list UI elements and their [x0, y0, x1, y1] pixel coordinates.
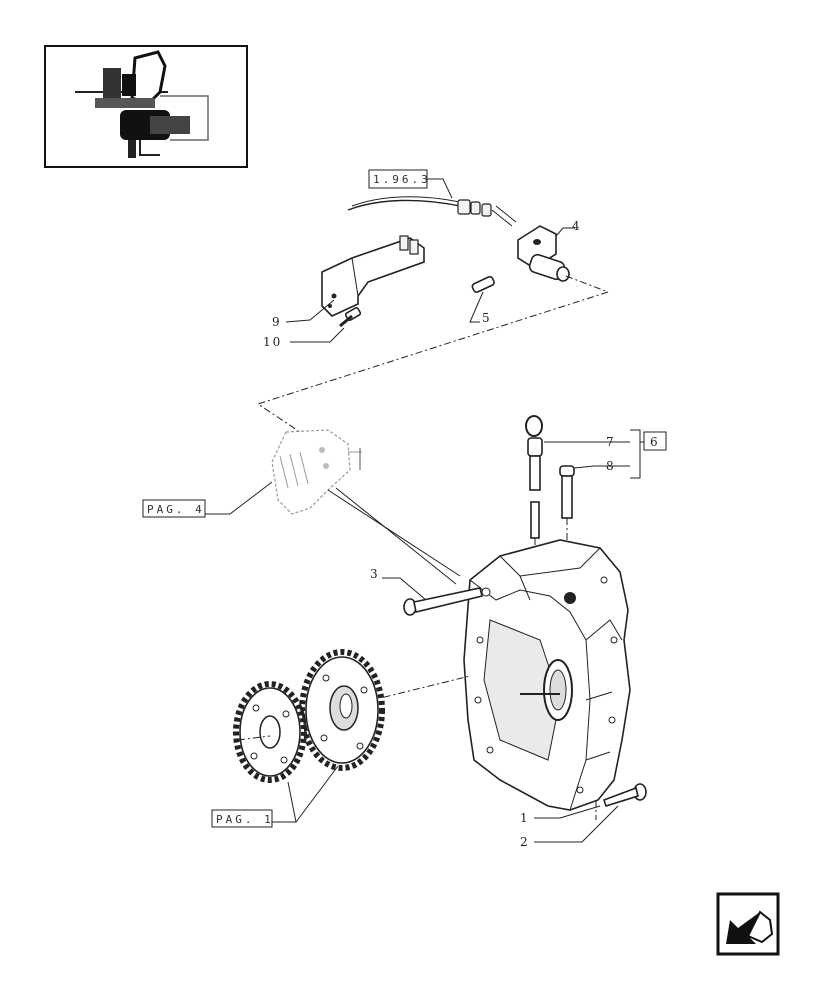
callout-7: 7: [606, 435, 616, 449]
callout-3: 3: [370, 567, 380, 581]
gear-large-part: [299, 649, 385, 771]
pin-part: [471, 275, 495, 293]
callout-4: 4: [572, 219, 582, 233]
reference-kit6-label: 6: [650, 435, 660, 449]
bracket-part: [321, 235, 425, 317]
callout-1: 1: [520, 811, 530, 825]
callout-10: 10: [263, 335, 282, 349]
assembly-thumbnail-icon: [75, 50, 209, 158]
callout-5: 5: [482, 311, 492, 325]
assembly-thumbnail[interactable]: [44, 45, 248, 168]
back-button[interactable]: [716, 892, 780, 956]
plug-screw-part: [559, 465, 575, 519]
bolt-part: [602, 783, 647, 807]
reference-pag1-label: PAG. 1: [216, 813, 274, 826]
callout-8: 8: [606, 459, 616, 473]
reference-pag4[interactable]: PAG. 4: [142, 499, 206, 518]
callout-9: 9: [272, 315, 282, 329]
reference-kit6[interactable]: 6: [643, 431, 667, 451]
reference-1963-label: 1.96.3: [373, 173, 431, 186]
callout-2: 2: [520, 835, 530, 849]
gear-small-part: [233, 681, 307, 783]
reference-pag1[interactable]: PAG. 1: [211, 809, 274, 828]
reference-1963[interactable]: 1.96.3: [368, 169, 431, 189]
lever-assembly-ghost: [271, 429, 362, 515]
cable-clamp-part: [517, 225, 570, 282]
dipstick-part: [525, 415, 543, 539]
housing-part: [463, 539, 631, 811]
long-bolt-part: [403, 587, 483, 616]
bracket-screw-part: [339, 306, 362, 328]
back-arrow-icon: [726, 910, 774, 944]
reference-pag4-label: PAG. 4: [147, 503, 205, 516]
control-cable: [347, 196, 517, 227]
